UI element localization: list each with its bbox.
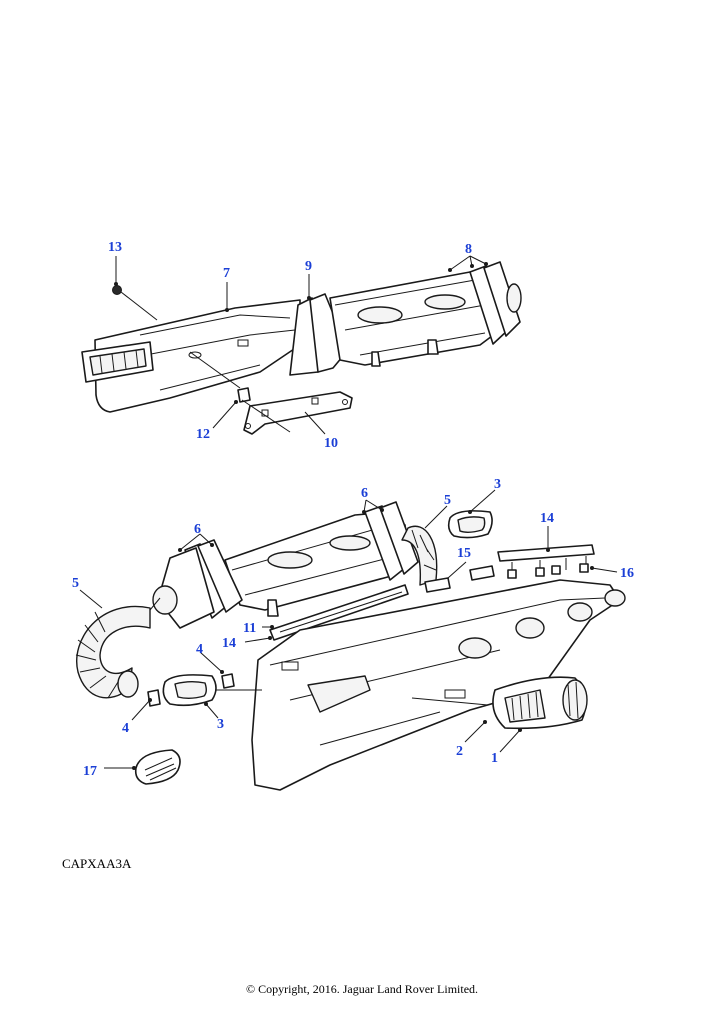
callout-17: 17 xyxy=(83,764,97,779)
callout-11: 11 xyxy=(243,621,256,636)
callout-12: 12 xyxy=(196,427,210,442)
callout-6-left: 6 xyxy=(194,522,201,537)
leader-lines xyxy=(79,255,618,769)
callout-3-upper: 3 xyxy=(494,477,501,492)
callout-5-left: 5 xyxy=(72,576,79,591)
callout-15: 15 xyxy=(457,546,471,561)
callout-4-upper: 4 xyxy=(196,642,203,657)
callout-16: 16 xyxy=(620,566,634,581)
fascia-duct-assembly xyxy=(75,501,626,791)
callout-13: 13 xyxy=(108,240,122,255)
callout-4-lower: 4 xyxy=(122,721,129,736)
callout-labels: 13 7 9 8 12 10 6 5 3 14 6 15 16 5 11 14 … xyxy=(72,240,634,779)
callout-10: 10 xyxy=(324,436,338,451)
callout-9: 9 xyxy=(305,259,312,274)
callout-14-left: 14 xyxy=(222,636,236,651)
callout-14-upper: 14 xyxy=(540,511,554,526)
copyright-notice: © Copyright, 2016. Jaguar Land Rover Lim… xyxy=(245,982,479,996)
callout-1: 1 xyxy=(491,751,498,766)
callout-5-upper: 5 xyxy=(444,493,451,508)
callout-7: 7 xyxy=(223,266,230,281)
callout-8: 8 xyxy=(465,242,472,257)
callout-2: 2 xyxy=(456,744,463,759)
callout-6-upper: 6 xyxy=(361,486,368,501)
leader-dots xyxy=(114,262,594,770)
callout-3-lower: 3 xyxy=(217,717,224,732)
rear-duct-assembly xyxy=(81,261,522,435)
diagram-reference-code: CAPXAA3A xyxy=(62,856,132,871)
